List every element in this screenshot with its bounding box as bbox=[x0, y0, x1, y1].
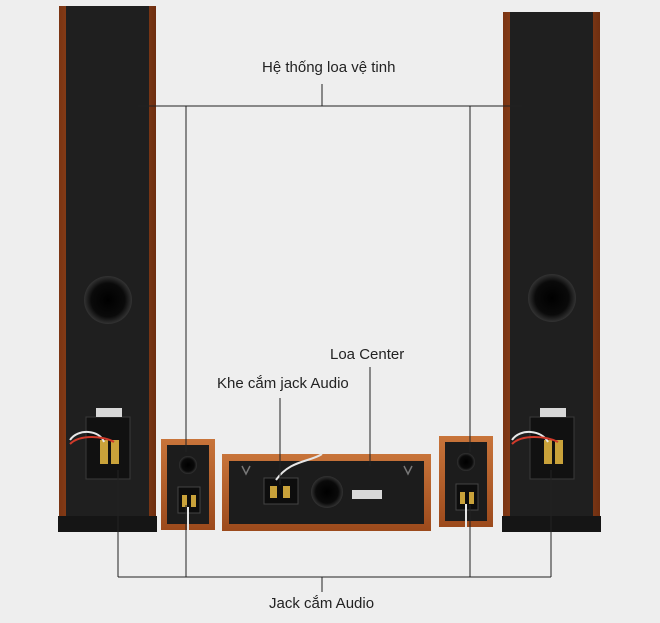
terminal-panel-icon bbox=[511, 408, 575, 480]
left-satellite-speaker bbox=[161, 439, 215, 530]
center-speaker-label: Loa Center bbox=[330, 346, 405, 363]
terminal-panel-icon bbox=[69, 408, 131, 480]
callout-lines bbox=[117, 84, 552, 592]
center-speaker bbox=[222, 453, 431, 531]
bass-port-icon bbox=[84, 276, 132, 324]
audio-jack-label: Jack cắm Audio bbox=[269, 595, 375, 612]
port-icon bbox=[311, 476, 343, 508]
bass-port-icon bbox=[528, 274, 576, 322]
port-icon bbox=[457, 453, 475, 471]
port-icon bbox=[179, 456, 197, 474]
right-tower-speaker bbox=[502, 12, 601, 532]
right-satellite-speaker bbox=[439, 436, 493, 527]
satellite-system-label: Hệ thống loa vệ tinh bbox=[262, 59, 396, 76]
audio-jack-slot-label: Khe cắm jack Audio bbox=[217, 375, 349, 392]
left-tower-speaker bbox=[58, 6, 157, 532]
